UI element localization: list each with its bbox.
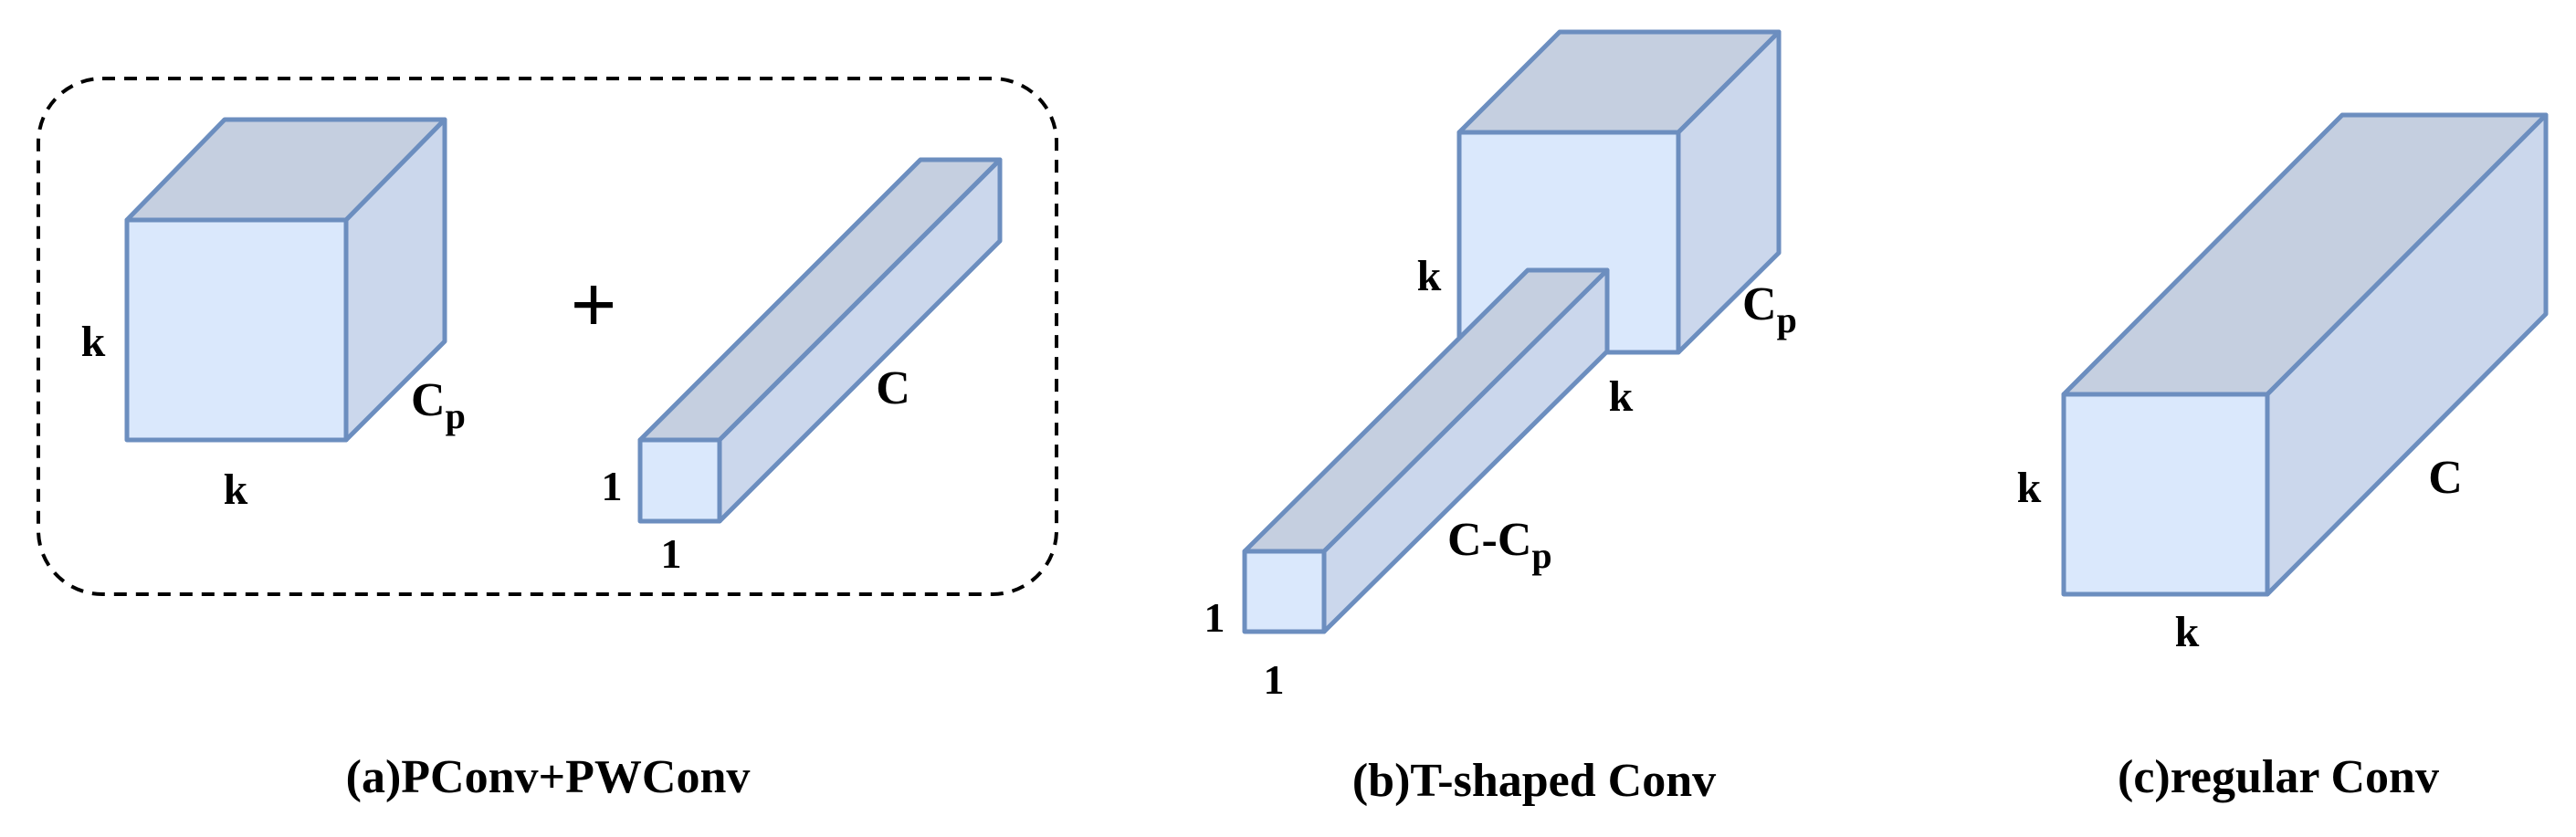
panel-a: k k Cp + 1 1 C (a)PConv+PWConv — [37, 77, 1058, 803]
t-bar-height-label: 1 — [1204, 594, 1225, 641]
regular-conv-box — [2061, 112, 2549, 597]
t-bar-depth-label-main: C-C — [1447, 514, 1531, 566]
pconv-depth-label-main: C — [411, 374, 446, 426]
dashed-group-box — [37, 77, 1058, 596]
regular-depth-label: C — [2428, 452, 2463, 504]
t-bar-depth-label-sub: p — [1531, 535, 1551, 576]
pconv-height-label: k — [81, 318, 106, 366]
pwconv-depth-label: C — [876, 362, 910, 414]
t-cube-depth-label: Cp — [1742, 278, 1797, 340]
panel-b-caption: (b)T-shaped Conv — [1352, 755, 1716, 807]
pconv-cube — [124, 117, 447, 443]
pconv-depth-label-sub: p — [446, 395, 466, 436]
panel-c-caption: (c)regular Conv — [2118, 751, 2439, 803]
t-bar-width-label: 1 — [1264, 656, 1285, 703]
t-cube-height-label: k — [1417, 252, 1442, 300]
panel-a-caption: (a)PConv+PWConv — [346, 751, 751, 803]
t-cube-width-label: k — [1609, 372, 1634, 421]
pwconv-width-label: 1 — [661, 530, 682, 577]
pwconv-height-label: 1 — [602, 463, 623, 509]
panel-b: k k Cp 1 1 C-Cp (b)T-shaped Conv — [1204, 29, 1797, 807]
pwconv-bar — [637, 157, 1003, 524]
pconv-width-label: k — [224, 466, 248, 514]
plus-sign: + — [570, 260, 616, 350]
t-cube-depth-label-sub: p — [1777, 299, 1797, 340]
regular-height-label: k — [2017, 464, 2042, 512]
t-bar-depth-label: C-Cp — [1447, 514, 1552, 576]
t-cube-depth-label-main: C — [1742, 278, 1777, 330]
pconv-depth-label: Cp — [411, 374, 466, 436]
panel-c: k k C (c)regular Conv — [2017, 112, 2549, 803]
t-shaped-bar — [1242, 267, 1610, 634]
regular-width-label: k — [2175, 608, 2200, 656]
